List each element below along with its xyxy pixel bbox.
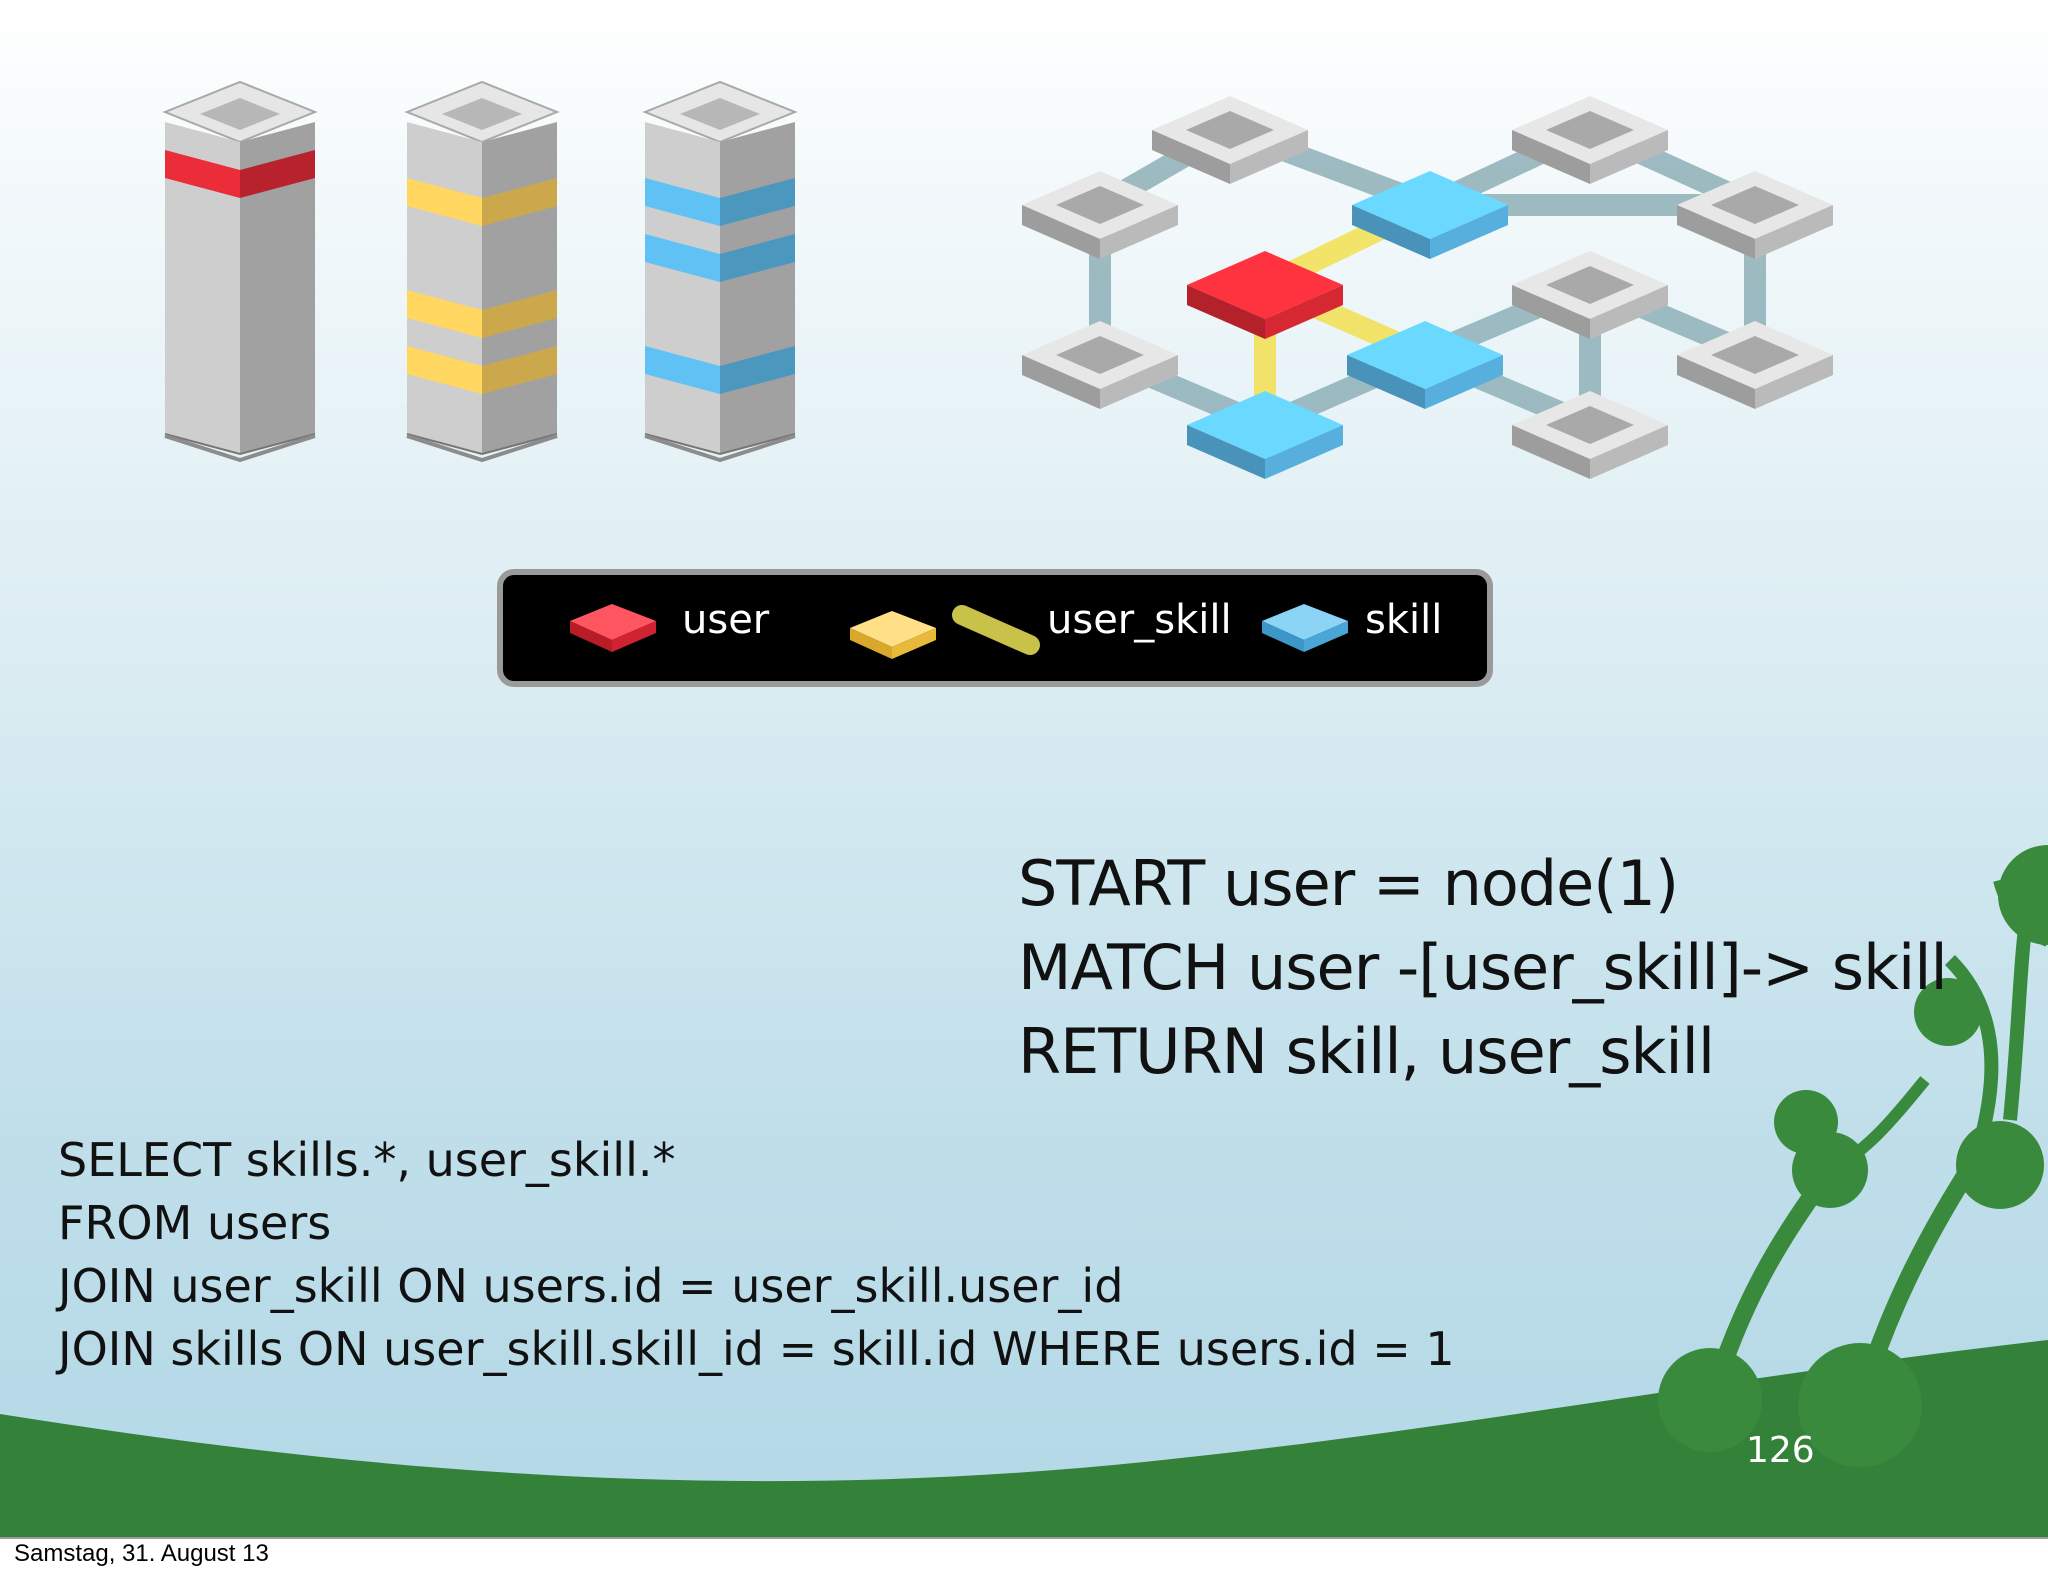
slide: user user_skill skill START user = node(… xyxy=(0,0,2048,1539)
graph-node xyxy=(1512,391,1668,479)
slide-artwork: user user_skill skill xyxy=(0,80,2048,1537)
cypher-query: START user = node(1) MATCH user -[user_sk… xyxy=(1018,758,1948,1178)
graph-node xyxy=(1022,321,1178,409)
skill-node xyxy=(1187,391,1343,479)
graph-node xyxy=(1677,321,1833,409)
legend-label-user-skill: user_skill xyxy=(1047,597,1232,643)
skill-swatch-icon xyxy=(1262,604,1348,640)
graph-nodes xyxy=(1022,96,1833,479)
user-skill-swatch-icon xyxy=(850,611,936,647)
legend-item-user: user xyxy=(570,597,770,652)
cypher-line: START user = node(1) xyxy=(1018,847,1679,920)
date-footer: Samstag, 31. August 13 xyxy=(14,1540,269,1567)
table-column-1 xyxy=(162,80,318,463)
graph-node xyxy=(1512,251,1668,339)
skill-node xyxy=(1347,321,1503,409)
table-row xyxy=(644,402,796,456)
legend-label-user: user xyxy=(682,597,770,643)
sql-line: JOIN skills ON user_skill.skill_id = ski… xyxy=(58,1322,1455,1376)
slide-number: 126 xyxy=(1746,1430,1815,1471)
sql-line: SELECT skills.*, user_skill.* xyxy=(58,1133,676,1187)
table-row xyxy=(164,402,316,456)
legend-item-user-skill: user_skill xyxy=(850,597,1232,659)
sql-line: FROM users xyxy=(58,1196,332,1250)
legend: user user_skill skill xyxy=(497,569,1493,687)
graph-node xyxy=(1512,96,1668,184)
graph-node xyxy=(1677,171,1833,259)
graph-node xyxy=(1152,96,1308,184)
graph-database-illustration xyxy=(1022,96,1833,479)
table-column-2 xyxy=(404,80,560,463)
user-skill-edge-icon xyxy=(952,605,1040,655)
cypher-line: RETURN skill, user_skill xyxy=(1018,1015,1715,1088)
legend-label-skill: skill xyxy=(1365,597,1442,643)
graph-node xyxy=(1022,171,1178,259)
relational-tables-illustration xyxy=(162,80,798,463)
table-column-3 xyxy=(642,80,798,463)
green-hill xyxy=(0,1340,2048,1537)
cypher-line: MATCH user -[user_skill]-> skill xyxy=(1018,931,1948,1004)
plant-decoration xyxy=(1658,845,2048,1467)
skill-node xyxy=(1352,171,1508,259)
table-row xyxy=(406,402,558,456)
user-node xyxy=(1187,251,1343,339)
sql-line: JOIN user_skill ON users.id = user_skill… xyxy=(58,1259,1124,1313)
user-swatch-icon xyxy=(570,604,656,640)
legend-item-skill: skill xyxy=(1262,597,1442,652)
